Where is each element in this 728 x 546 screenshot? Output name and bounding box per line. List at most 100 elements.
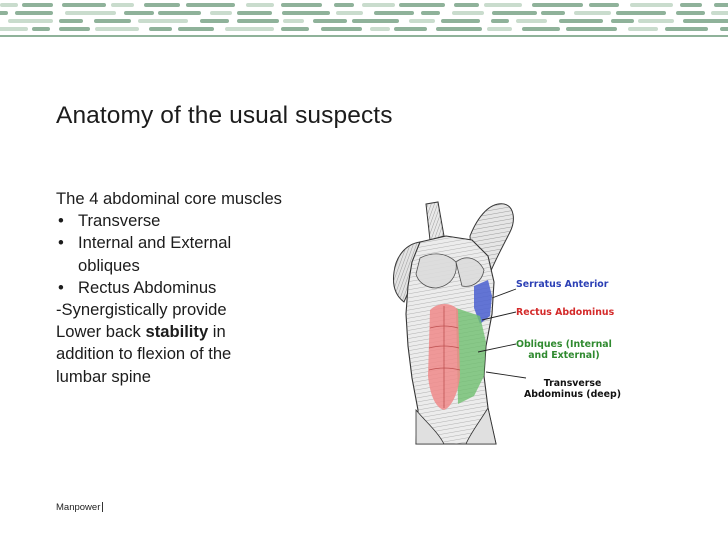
- band-dash: [374, 11, 414, 15]
- band-dash: [522, 27, 560, 31]
- band-dash: [15, 11, 53, 15]
- band-dash: [59, 19, 83, 23]
- band-dash: [452, 11, 484, 15]
- slide-title: Anatomy of the usual suspects: [56, 102, 393, 129]
- label-transverse-abdominus: Transverse Abdominus (deep): [524, 378, 621, 400]
- label-line: Obliques (Internal: [516, 339, 612, 350]
- bullet-item: • Internal and External: [56, 232, 356, 254]
- band-dash: [566, 27, 617, 31]
- band-dash: [62, 3, 106, 7]
- band-dash: [714, 3, 728, 7]
- band-dash: [144, 3, 180, 7]
- footer-brand: Manpower: [56, 502, 101, 513]
- band-dash: [394, 27, 427, 31]
- band-dash: [22, 3, 53, 7]
- band-dash: [630, 3, 673, 7]
- band-dash: [532, 3, 583, 7]
- band-dash: [409, 19, 435, 23]
- band-dash: [0, 11, 8, 15]
- text-run: Lower back: [56, 322, 146, 342]
- band-dash: [283, 19, 304, 23]
- bullet-text: Internal and External: [78, 233, 232, 253]
- hip-shape: [415, 408, 445, 445]
- pectoral-shape: [415, 253, 457, 289]
- anatomy-illustration: Serratus Anterior Rectus Abdominus Obliq…: [386, 196, 640, 452]
- label-line: Transverse: [543, 378, 602, 389]
- band-dash: [616, 11, 666, 15]
- band-dash: [711, 11, 728, 15]
- band-dash: [492, 11, 537, 15]
- label-line: Abdominus (deep): [524, 389, 622, 400]
- band-dash: [559, 19, 603, 23]
- band-dash: [65, 11, 116, 15]
- serratus-highlight: [474, 280, 492, 324]
- band-dash: [178, 27, 214, 31]
- band-dash: [237, 19, 279, 23]
- bullet-item: • Transverse: [56, 210, 356, 232]
- band-dash: [281, 27, 309, 31]
- band-dash: [225, 27, 274, 31]
- band-dash: [281, 3, 322, 7]
- band-dash: [436, 27, 482, 31]
- intro-line: The 4 abdominal core muscles: [56, 189, 282, 208]
- band-dash: [638, 19, 674, 23]
- band-dash: [111, 3, 134, 7]
- oblique-highlight: [456, 308, 486, 404]
- band-dash: [421, 11, 440, 15]
- band-dash: [399, 3, 445, 7]
- bullet-glyph: •: [58, 277, 64, 297]
- text-run: in: [208, 322, 226, 342]
- label-serratus-anterior: Serratus Anterior: [516, 279, 609, 290]
- bullet-glyph: •: [58, 233, 64, 253]
- band-dash: [200, 19, 229, 23]
- band-dash: [282, 11, 330, 15]
- band-dash: [313, 19, 347, 23]
- band-dash: [589, 3, 619, 7]
- band-dash: [138, 19, 188, 23]
- band-dash: [59, 27, 90, 31]
- band-dash: [94, 19, 131, 23]
- label-obliques: Obliques (Internal and External): [516, 339, 612, 361]
- label-rectus-abdominus: Rectus Abdominus: [516, 307, 615, 318]
- band-dash: [362, 3, 395, 7]
- band-dash: [484, 3, 522, 7]
- band-dash: [237, 11, 272, 15]
- band-dash: [680, 3, 702, 7]
- band-dash: [370, 27, 390, 31]
- band-dash: [0, 27, 28, 31]
- band-dash: [124, 11, 154, 15]
- band-dash: [491, 19, 509, 23]
- bullet-continuation: obliques: [78, 255, 140, 275]
- band-dash: [487, 27, 512, 31]
- paragraph-line: -Synergistically provide: [56, 300, 227, 320]
- band-dash: [95, 27, 139, 31]
- band-dash: [516, 19, 547, 23]
- band-dash: [246, 3, 274, 7]
- torso-drawing: [393, 201, 527, 445]
- bullet-text: Transverse: [78, 211, 161, 231]
- band-dash: [676, 11, 705, 15]
- band-dash: [454, 3, 479, 7]
- paragraph-line: lumbar spine: [56, 366, 152, 386]
- bullet-item: • Rectus Abdominus: [56, 277, 356, 299]
- paragraph-line: addition to flexion of the: [56, 344, 232, 364]
- band-dash: [352, 19, 399, 23]
- emphasis-text: stability: [145, 322, 209, 342]
- band-dash: [683, 19, 728, 23]
- band-dash: [574, 11, 611, 15]
- band-dash: [541, 11, 565, 15]
- band-dash: [210, 11, 232, 15]
- band-dash: [186, 3, 235, 7]
- band-dash: [720, 27, 728, 31]
- band-dash: [0, 3, 18, 7]
- paragraph-line: Lower back stability in: [56, 321, 356, 343]
- top-decorative-band: [0, 0, 728, 38]
- band-dash: [665, 27, 708, 31]
- band-dash: [628, 27, 658, 31]
- bullet-text: Rectus Abdominus: [78, 277, 217, 297]
- band-dash: [336, 11, 363, 15]
- slide-body: The 4 abdominal core muscles • Transvers…: [56, 188, 356, 388]
- band-dash: [149, 27, 172, 31]
- band-dash: [334, 3, 354, 7]
- band-dash: [8, 19, 53, 23]
